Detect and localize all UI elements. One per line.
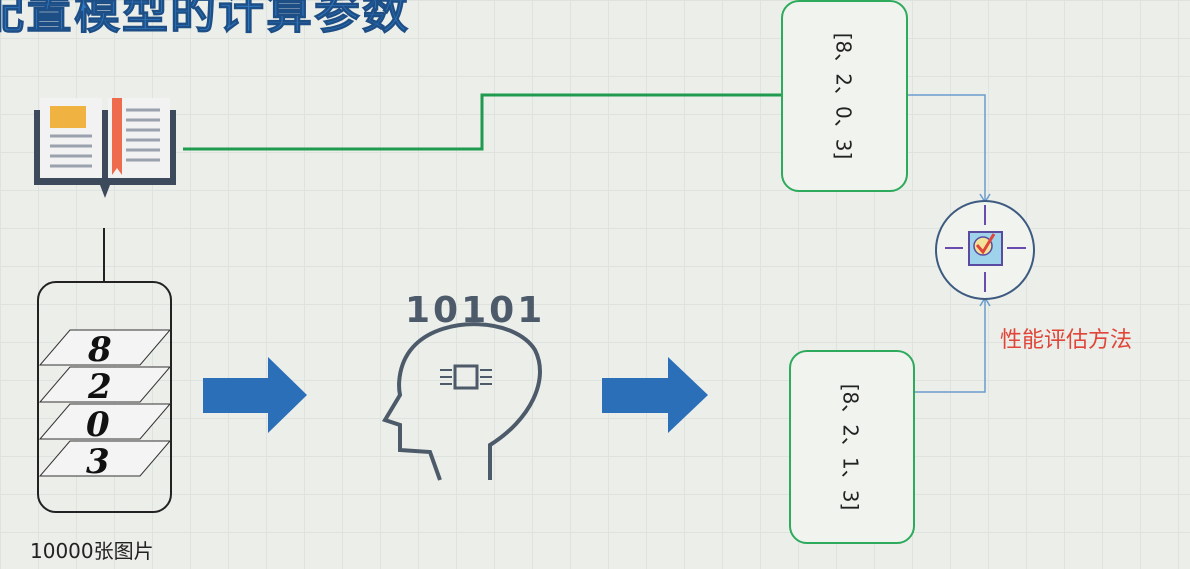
- book-icon: [34, 98, 176, 198]
- svg-text:3: 3: [86, 442, 110, 482]
- true-label-output: [8、2、1、3]: [838, 383, 863, 511]
- digit-images: [38, 329, 172, 477]
- ai-head-icon: [382, 322, 542, 481]
- page-title: 配置模型的计算参数: [0, 0, 410, 40]
- dataset-caption: 10000张图片: [30, 539, 154, 563]
- svg-text:0: 0: [86, 405, 110, 445]
- image-stack-frame: [37, 281, 172, 513]
- bottom-to-eval-line: [910, 300, 986, 393]
- evaluation-icon: [935, 200, 1035, 300]
- svg-text:2: 2: [87, 367, 112, 407]
- svg-text:8: 8: [87, 330, 112, 370]
- label-connector-line: [183, 93, 782, 151]
- top-to-eval-line: [905, 94, 986, 200]
- arrow-right-icon: [602, 357, 708, 433]
- arrow-right-icon: [203, 357, 307, 433]
- binary-label: 10101: [405, 290, 546, 331]
- true-label-box: [8、2、1、3]: [789, 350, 915, 544]
- evaluation-label: 性能评估方法: [1000, 328, 1133, 353]
- predicted-output-box: [8、2、0、3]: [781, 0, 908, 192]
- predicted-output: [8、2、0、3]: [831, 32, 855, 160]
